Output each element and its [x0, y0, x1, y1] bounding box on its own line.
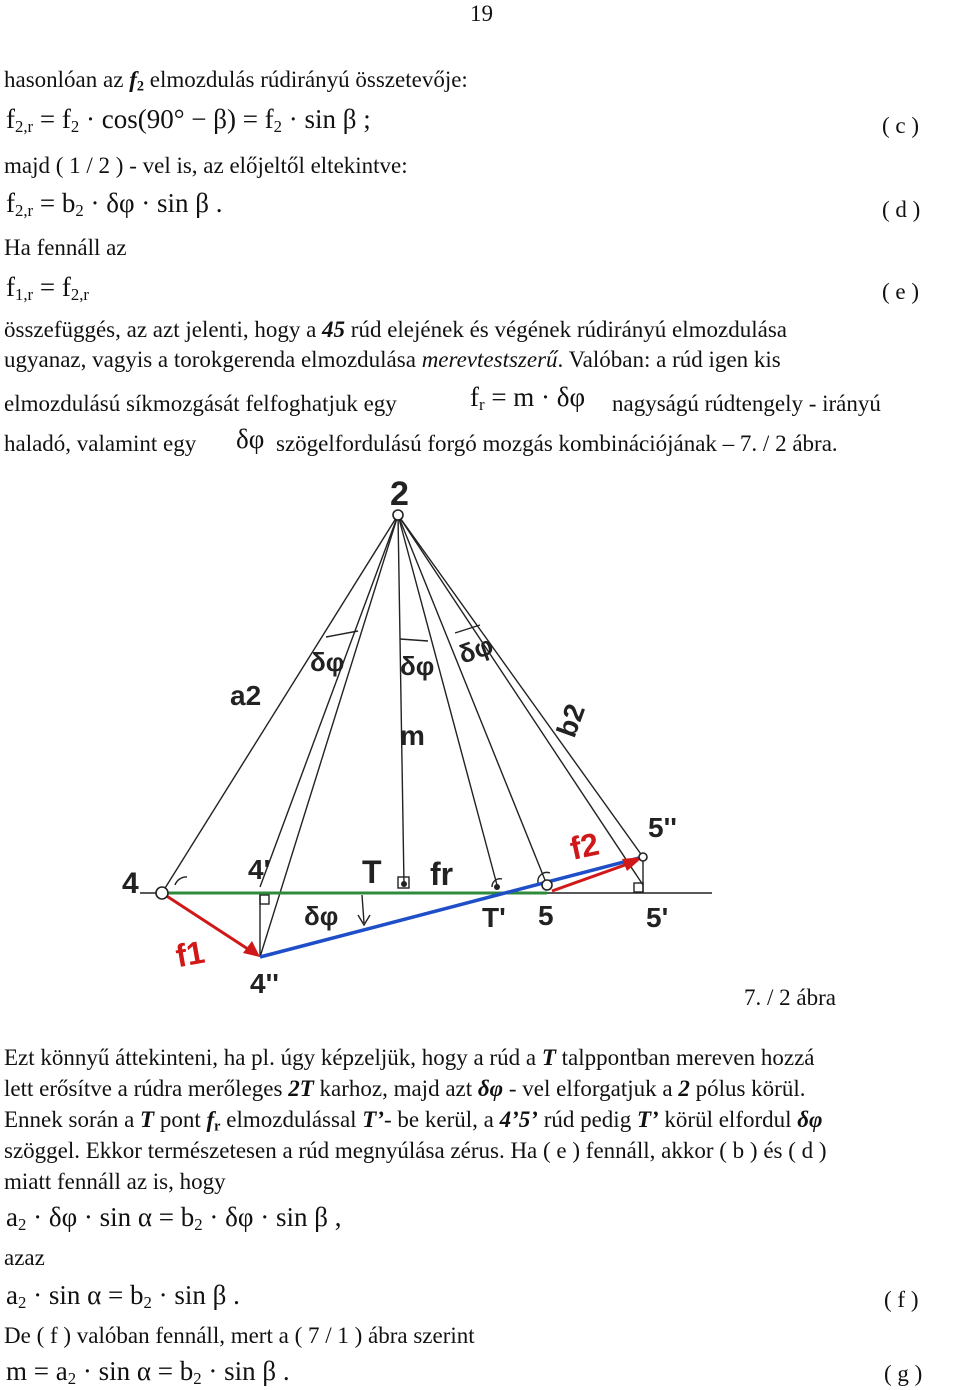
- pole-point: [392, 509, 404, 521]
- right-angle-4p: [259, 894, 270, 905]
- equation-number-c: ( c ): [882, 113, 920, 138]
- equation-h: a2 · δφ · sin α = b2 · δφ · sin β ,: [6, 1202, 342, 1235]
- ray-to-4p: [259, 514, 399, 888]
- right-angle-4: [174, 876, 188, 886]
- ray-to-5pp: [397, 514, 644, 858]
- label-4p: 4': [248, 854, 270, 885]
- text-line: összefüggés, az azt jelenti, hogy a 45 r…: [4, 317, 787, 342]
- label-Tp: T': [482, 902, 506, 933]
- dphi-tick-mid: [399, 638, 429, 642]
- label-f2: f2: [567, 826, 602, 867]
- equation-e: f1,r = f2,r: [6, 272, 89, 305]
- ray-to-4pp: [259, 514, 399, 958]
- text-line: haladó, valamint egy: [4, 431, 197, 456]
- label-dphi-left: δφ: [310, 647, 344, 677]
- label-5p: 5': [646, 902, 668, 933]
- text-line: hasonlóan az f2 elmozdulás rúdirányú öss…: [4, 67, 468, 95]
- text-line: De ( f ) valóban fennáll, mert a ( 7 / 1…: [4, 1323, 475, 1348]
- point-5pp: [638, 852, 648, 862]
- equation-c: f2,r = f2 · cos(90° − β) = f2 · sin β ;: [6, 104, 371, 137]
- label-4pp: 4'': [250, 968, 279, 999]
- equation-number-e: ( e ): [882, 279, 920, 304]
- label-T: T: [362, 854, 382, 890]
- text-line: szögelfordulású forgó mozgás kombinációj…: [276, 431, 838, 456]
- rod-displaced-blue: [259, 855, 644, 959]
- label-4: 4: [122, 867, 139, 900]
- right-angle-5: [537, 871, 551, 884]
- text-line: szöggel. Ekkor természetesen a rúd megny…: [4, 1138, 827, 1163]
- equation-g: m = a2 · sin α = b2 · sin β .: [6, 1356, 290, 1389]
- right-angle-5p: [633, 882, 644, 893]
- page-number: 19: [470, 1, 493, 26]
- text-line: majd ( 1 / 2 ) - vel is, az előjeltől el…: [4, 153, 408, 178]
- text-line: ugyanaz, vagyis a torokgerenda elmozdulá…: [4, 347, 781, 372]
- label-5pp: 5'': [648, 812, 677, 843]
- label-b2: b2: [551, 700, 591, 741]
- vector-f2: [551, 859, 637, 893]
- dphi-arrow-line: [361, 894, 365, 924]
- text-line: Ha fennáll az: [4, 235, 127, 260]
- label-5: 5: [538, 900, 554, 931]
- inline-symbol-dphi: δφ: [236, 424, 265, 454]
- equation-d: f2,r = b2 · δφ · sin β .: [6, 188, 223, 221]
- label-dphi-bottom: δφ: [304, 901, 338, 931]
- right-angle-Tp: [491, 878, 503, 888]
- right-angle-T: [397, 876, 410, 889]
- text-line: Ennek során a T pont fr elmozdulással T’…: [4, 1107, 823, 1135]
- text-line: elmozdulású síkmozgását felfoghatjuk egy: [4, 391, 397, 416]
- vector-f2-head: [622, 857, 643, 871]
- text-line: azaz: [4, 1245, 45, 1270]
- text-line: lett erősítve a rúdra merőleges 2T karho…: [4, 1076, 806, 1101]
- equation-number-g: ( g ): [884, 1361, 923, 1386]
- point-Tp: [494, 884, 500, 890]
- point-T: [401, 881, 407, 887]
- label-fr: fr: [430, 856, 453, 892]
- dphi-tick-right: [454, 624, 481, 634]
- ray-to-5: [397, 514, 548, 886]
- figure-7-2: 2 4 4' 4'' T T' 5 5' 5'' a2 b2 m δφ δφ δ…: [122, 475, 712, 999]
- dphi-tick-left: [325, 630, 359, 638]
- point-5: [541, 879, 553, 891]
- vector-f1-head: [243, 941, 260, 957]
- ray-to-T: [397, 514, 405, 886]
- text-line: nagyságú rúdtengely - irányú: [612, 391, 881, 416]
- point-4: [155, 886, 169, 900]
- ray-to-Tp: [397, 514, 498, 886]
- vector-f1: [161, 891, 255, 955]
- label-a2: a2: [230, 680, 261, 711]
- ray-to-5p: [397, 514, 644, 886]
- equation-f: a2 · sin α = b2 · sin β .: [6, 1280, 240, 1313]
- ray-to-4: [161, 514, 399, 894]
- label-f1: f1: [173, 934, 207, 974]
- label-dphi-right: δφ: [454, 630, 497, 670]
- label-dphi-mid: δφ: [400, 651, 434, 681]
- dphi-arrowhead: [357, 914, 371, 927]
- label-pole: 2: [390, 475, 409, 513]
- figure-caption: 7. / 2 ábra: [744, 985, 836, 1010]
- label-m: m: [400, 720, 425, 751]
- equation-number-f: ( f ): [884, 1287, 919, 1312]
- inline-equation-fr: fr = m · δφ: [470, 382, 586, 415]
- text-line: Ezt könnyű áttekinteni, ha pl. úgy képze…: [4, 1045, 815, 1070]
- text-line: miatt fennáll az is, hogy: [4, 1169, 226, 1194]
- equation-number-d: ( d ): [882, 197, 921, 222]
